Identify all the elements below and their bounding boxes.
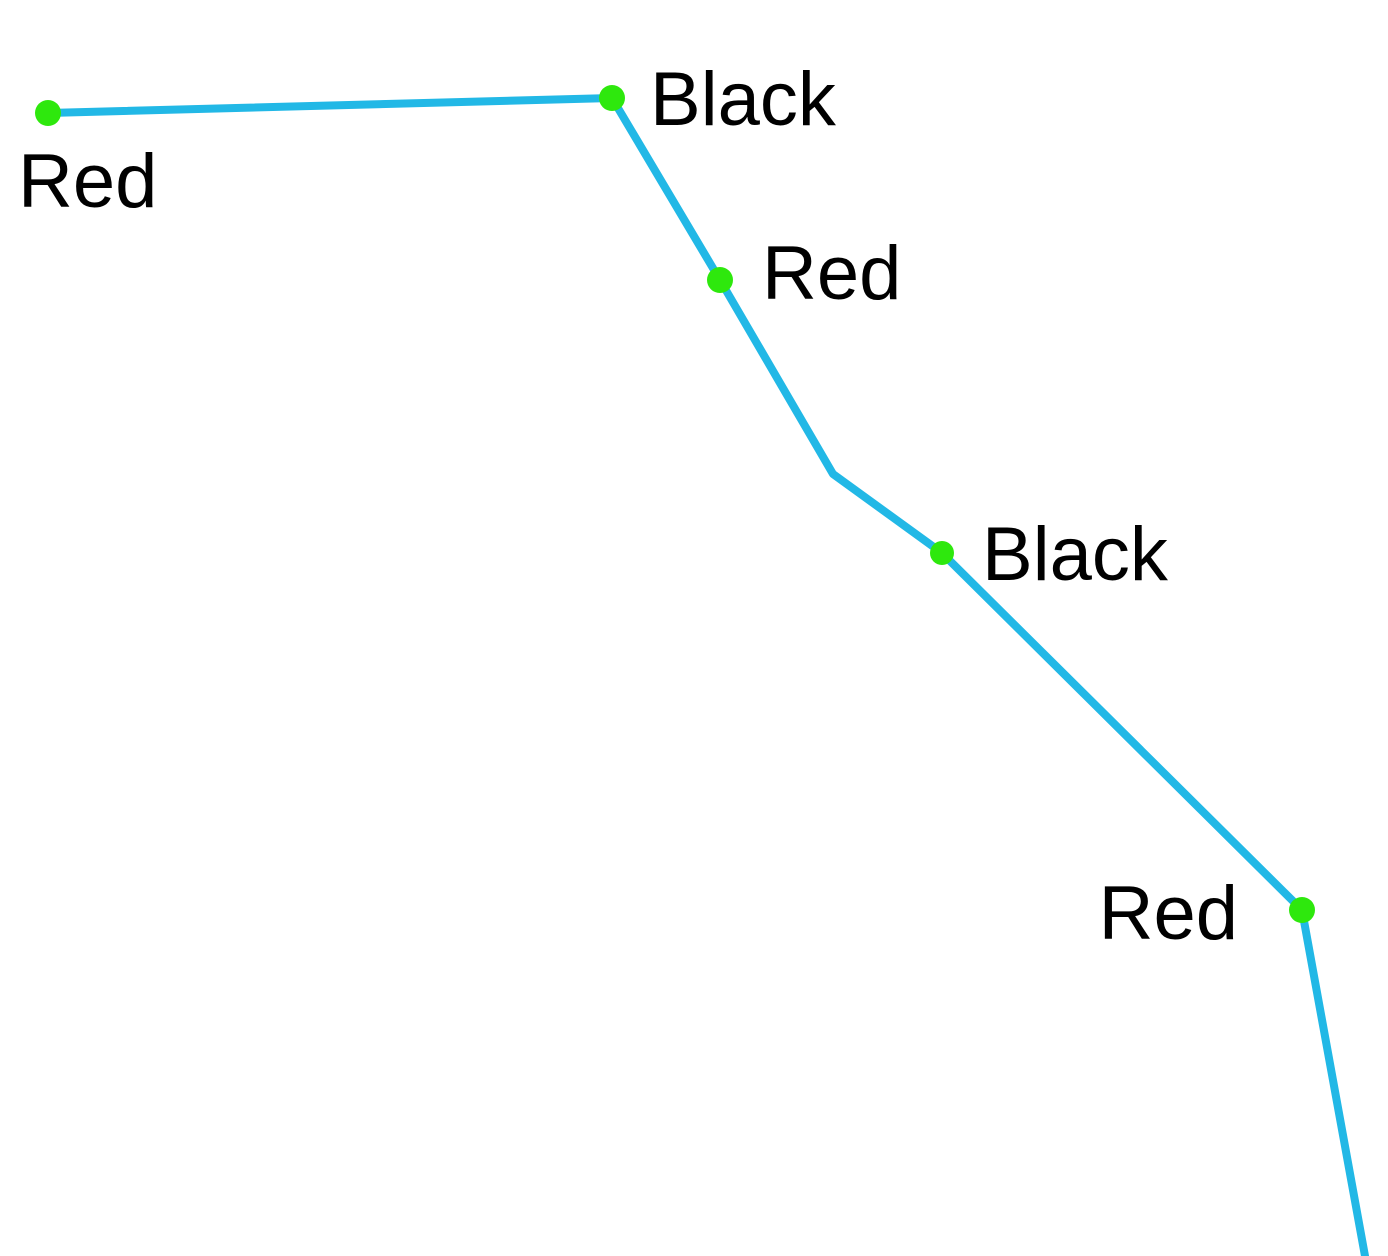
node-label-4: Black [982, 512, 1169, 597]
node-marker-5[interactable] [1289, 897, 1315, 923]
node-label-3: Red [762, 231, 901, 316]
node-marker-4[interactable] [930, 541, 954, 565]
node-marker-2[interactable] [599, 85, 625, 111]
node-marker-3[interactable] [707, 267, 733, 293]
node-label-1: Red [18, 139, 157, 224]
node-marker-1[interactable] [35, 100, 61, 126]
node-label-2: Black [650, 57, 837, 142]
node-label-5: Red [1099, 871, 1238, 956]
